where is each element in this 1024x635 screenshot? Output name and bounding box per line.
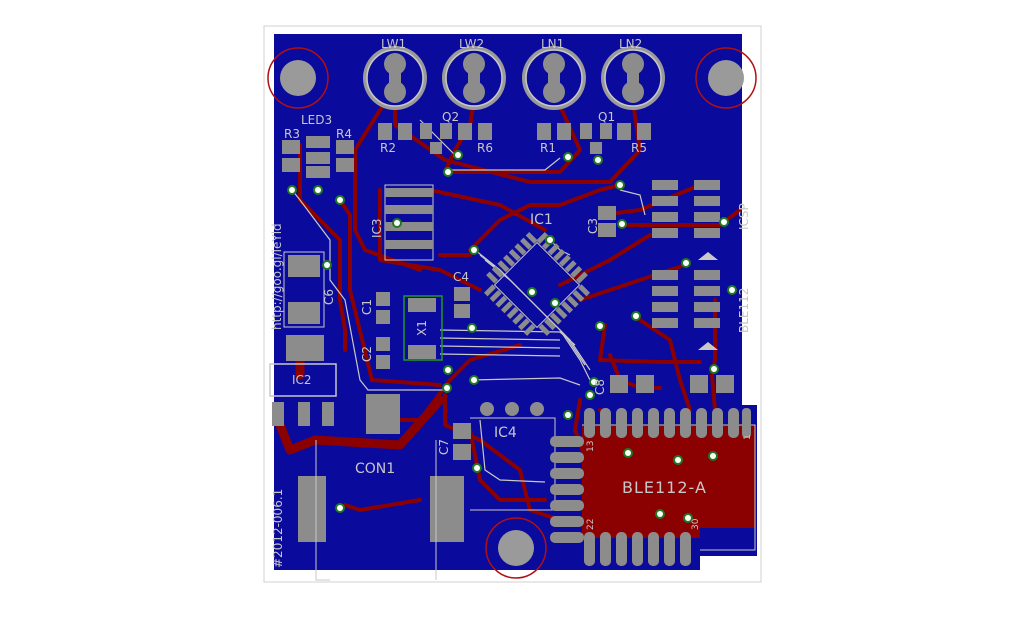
ic3-footprint	[384, 184, 434, 261]
ble112-header	[652, 270, 720, 350]
label-led3: LED3	[301, 113, 332, 127]
label-q1: Q1	[598, 110, 615, 124]
label-pin30: 30	[691, 518, 701, 530]
x1-crystal	[403, 295, 443, 361]
board-outline	[263, 25, 762, 583]
label-c4: C4	[453, 270, 469, 284]
led3-footprint	[282, 136, 354, 178]
silkscreen-labels: LW1 LW2 LN1 LN2 LED3 R3 R4 R2 Q2 R6 R1 Q…	[270, 37, 753, 568]
label-r4: R4	[336, 127, 352, 141]
label-ln1: LN1	[541, 37, 564, 51]
label-c1: C1	[360, 299, 374, 315]
label-c7: C7	[437, 439, 451, 455]
label-revision: #2012-006.1	[271, 489, 285, 568]
label-c6: C6	[322, 289, 336, 305]
label-ln2: LN2	[619, 37, 642, 51]
label-pin13: 13	[586, 441, 596, 452]
mounting-hole-bottom	[485, 517, 547, 579]
label-ble112: BLE112	[737, 288, 751, 333]
label-x1: X1	[415, 320, 429, 336]
label-c3: C3	[586, 218, 600, 234]
label-r5: R5	[631, 141, 647, 155]
label-ic1: IC1	[530, 212, 553, 228]
led-ln2	[601, 46, 665, 110]
c7-footprint	[453, 423, 471, 460]
label-ic2: IC2	[292, 373, 312, 387]
label-c8: C8	[593, 379, 607, 395]
con1-connector	[298, 394, 464, 581]
label-r6: R6	[477, 141, 493, 155]
smd-pads-top-row	[378, 123, 651, 154]
led-lw1	[363, 46, 427, 110]
label-url: http://goo.gl/ieYld	[270, 223, 284, 330]
mounting-hole-right	[695, 47, 757, 109]
c8-footprint	[610, 375, 734, 393]
vias	[287, 150, 737, 523]
label-ic3: IC3	[370, 218, 384, 238]
mounting-hole-left	[267, 47, 329, 109]
label-c2: C2	[360, 346, 374, 362]
label-lw2: LW2	[459, 37, 484, 51]
ic2-regulator	[269, 335, 337, 426]
label-lw1: LW1	[381, 37, 406, 51]
led-ln1	[522, 46, 586, 110]
label-r1: R1	[540, 141, 556, 155]
label-ble112-a: BLE112-A	[622, 478, 707, 497]
label-q2: Q2	[442, 110, 459, 124]
c3-footprint	[598, 206, 616, 237]
c4-footprint	[454, 287, 470, 318]
label-pin1: 1	[743, 434, 753, 440]
label-r3: R3	[284, 127, 300, 141]
c1-c2-footprint	[376, 292, 390, 369]
label-r2: R2	[380, 141, 396, 155]
led-lw2	[442, 46, 506, 110]
label-ic4: IC4	[494, 425, 517, 441]
icsp-header	[652, 180, 720, 260]
ic4-footprint	[470, 402, 556, 511]
label-icsp: ICSP	[737, 203, 751, 230]
label-con1: CON1	[355, 461, 395, 477]
label-pin22: 22	[586, 519, 596, 530]
c6-footprint	[283, 251, 325, 328]
